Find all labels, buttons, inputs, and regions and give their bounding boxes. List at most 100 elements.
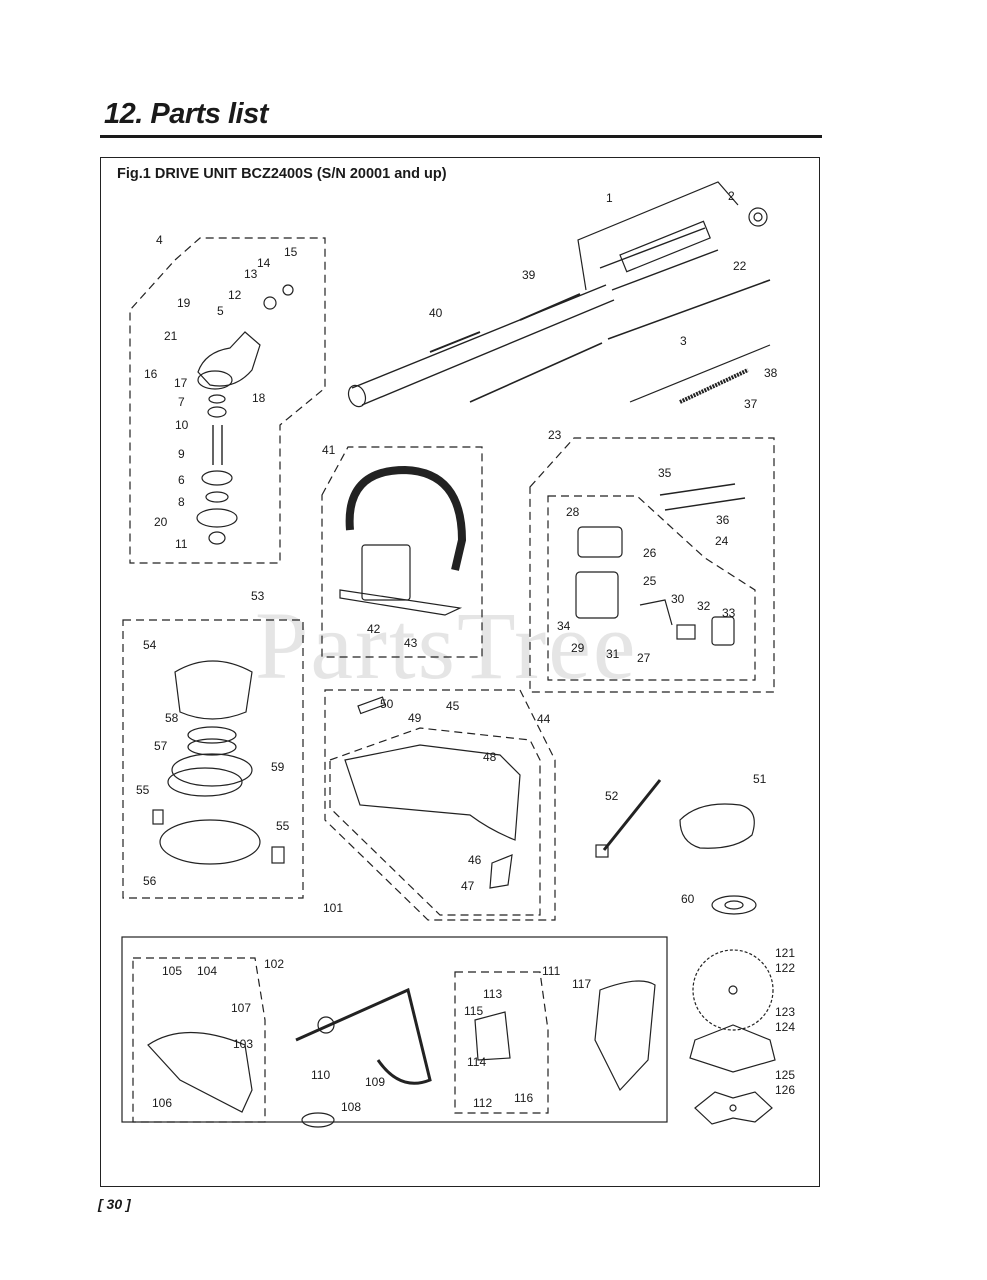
callout: 56	[143, 874, 157, 888]
heading-rule	[100, 135, 822, 138]
callout: 25	[643, 574, 657, 588]
callout: 23	[548, 428, 562, 442]
callout: 26	[643, 546, 657, 560]
callout: 14	[257, 256, 271, 270]
callout: 16	[144, 367, 158, 381]
callout: 60	[681, 892, 695, 906]
callout: 109	[365, 1075, 385, 1089]
callout: 52	[605, 789, 619, 803]
callout: 42	[367, 622, 381, 636]
callout: 30	[671, 592, 685, 606]
group-111-outline	[454, 971, 549, 1114]
spindle	[212, 425, 223, 465]
callout: 35	[658, 466, 672, 480]
group-24-outline	[547, 495, 756, 681]
callout: 116	[514, 1091, 533, 1105]
group-41-outline	[321, 446, 483, 658]
figure-frame	[100, 157, 820, 1187]
callout: 122	[775, 961, 795, 975]
callout: 15	[284, 245, 298, 259]
harness-strap	[594, 980, 656, 1092]
saw-blade	[692, 949, 774, 1031]
callout: 111	[542, 964, 561, 978]
callout: 105	[162, 964, 182, 978]
callout: 22	[733, 259, 747, 273]
callout: 44	[537, 712, 551, 726]
callout-labels: 1 2 3 4 5 6 7 8 9 10 11 12 13 14 15 16 1…	[136, 189, 795, 1114]
callout: 38	[764, 366, 778, 380]
callout: 126	[775, 1083, 795, 1097]
callout: 34	[557, 619, 571, 633]
callout: 12	[228, 288, 242, 302]
callout: 107	[231, 1001, 251, 1015]
group-45-outline	[329, 727, 541, 916]
callout: 31	[606, 647, 620, 661]
brush-blade	[694, 1091, 773, 1125]
callout: 43	[404, 636, 418, 650]
page-number: [ 30 ]	[98, 1196, 131, 1212]
callout: 19	[177, 296, 191, 310]
drive-shaft-tube	[351, 284, 615, 406]
cable-tie	[602, 779, 662, 851]
callout: 115	[464, 1004, 483, 1018]
loop-handle	[345, 465, 467, 571]
callout: 8	[178, 495, 185, 509]
callout: 55	[276, 819, 290, 833]
callout: 51	[753, 772, 767, 786]
callout: 123	[775, 1005, 795, 1019]
callout: 53	[251, 589, 265, 603]
callout: 117	[572, 977, 591, 991]
blade-guard	[147, 1032, 253, 1113]
callout: 29	[571, 641, 585, 655]
group-53-outline	[122, 619, 304, 899]
callout: 102	[264, 957, 284, 971]
cable-38	[629, 344, 771, 403]
callout: 49	[408, 711, 422, 725]
figure-title: Fig.1 DRIVE UNIT BCZ2400S (S/N 20001 and…	[117, 166, 447, 182]
spring-37	[679, 368, 749, 404]
debris-guard	[344, 744, 521, 841]
callout: 50	[380, 697, 394, 711]
callout: 57	[154, 739, 168, 753]
callout: 20	[154, 515, 168, 529]
callout: 21	[164, 329, 178, 343]
group-44-outline	[324, 689, 556, 921]
callout: 47	[461, 879, 475, 893]
callout: 48	[483, 750, 497, 764]
callout: 28	[566, 505, 580, 519]
callout: 11	[175, 537, 188, 551]
callout: 7	[178, 395, 185, 409]
group-1-bracket	[577, 181, 739, 291]
callout: 9	[178, 447, 185, 461]
callout: 125	[775, 1068, 795, 1082]
group-23-outline	[529, 437, 775, 693]
spool-cover	[174, 660, 253, 720]
group-4-outline	[129, 237, 326, 564]
callout: 108	[341, 1100, 361, 1114]
callout: 18	[252, 391, 266, 405]
callout: 110	[311, 1068, 330, 1082]
callout: 40	[429, 306, 443, 320]
safety-goggles	[679, 803, 755, 849]
callout: 36	[716, 513, 730, 527]
callout: 37	[744, 397, 758, 411]
callout: 113	[483, 987, 502, 1001]
callout: 10	[175, 418, 189, 432]
callout: 58	[165, 711, 179, 725]
callout: 33	[722, 606, 736, 620]
callout: 1	[606, 191, 613, 205]
callout: 5	[217, 304, 224, 318]
callout: 27	[637, 651, 651, 665]
callout: 39	[522, 268, 536, 282]
four-tooth-blade	[689, 1024, 776, 1073]
callout: 54	[143, 638, 157, 652]
callout: 24	[715, 534, 729, 548]
callout: 46	[468, 853, 482, 867]
callout: 13	[244, 267, 258, 281]
end-cap-2	[748, 207, 768, 227]
callout: 3	[680, 334, 687, 348]
callout: 4	[156, 233, 163, 247]
group-101-outline	[121, 936, 668, 1123]
group-102-outline	[132, 957, 266, 1123]
callout: 121	[775, 946, 795, 960]
